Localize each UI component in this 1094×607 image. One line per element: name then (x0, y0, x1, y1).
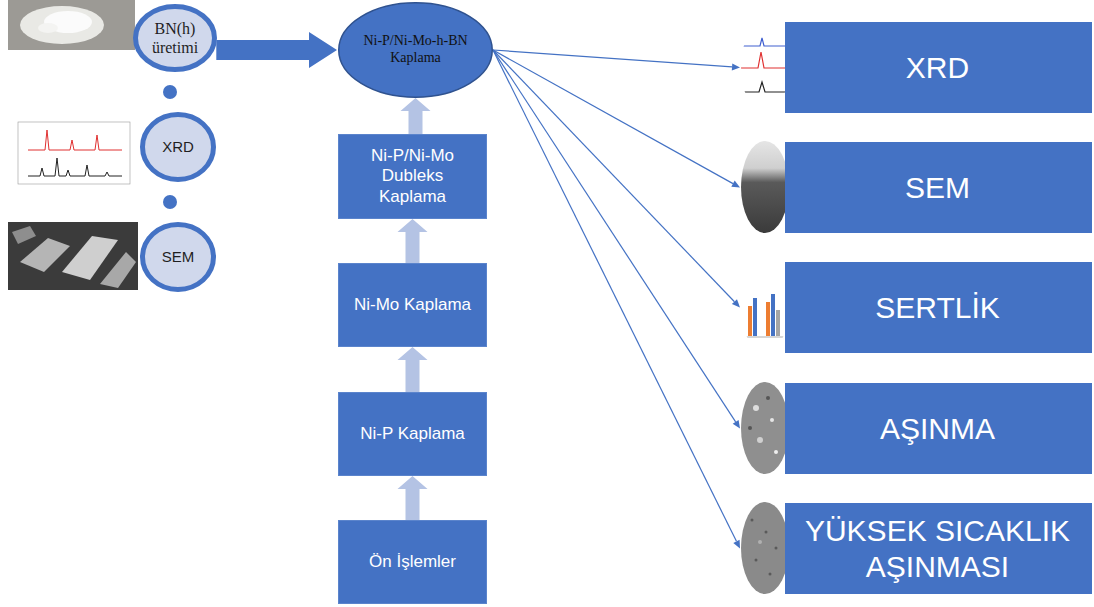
box-fill (785, 142, 1092, 233)
analysis-box: YÜKSEK SICAKLIK AŞINMASI (740, 503, 1092, 594)
hardness-chart-thumbnail (740, 260, 790, 354)
node-text: Ni-P/Ni-Mo Dubleks Kaplama (347, 146, 478, 207)
block-arrow (398, 476, 428, 520)
process-box: Ni-P/Ni-Mo Dubleks Kaplama (338, 134, 487, 219)
process-box: Ni-Mo Kaplama (338, 263, 487, 347)
high-temp-wear-thumbnail (740, 500, 790, 596)
connector-arrow (493, 50, 740, 308)
input-ellipse: SEM (140, 222, 216, 292)
node-text: SERTLİK (875, 290, 1000, 326)
box-fill (785, 383, 1092, 474)
block-arrow (216, 32, 337, 68)
bn-photo (8, 0, 135, 50)
block-arrow (398, 219, 428, 263)
arrowhead (731, 181, 740, 188)
input-ellipse: XRD (140, 112, 216, 182)
node-text: Ni-P Kaplama (360, 424, 465, 444)
arrowhead (732, 299, 740, 307)
connector-line (493, 50, 736, 541)
block-arrow (401, 98, 431, 134)
box-fill (785, 503, 1092, 594)
connector-line (493, 50, 732, 67)
ellipse-fill (136, 7, 215, 70)
process-box: Ni-P Kaplama (338, 392, 487, 476)
block-arrow (398, 347, 428, 392)
node-text: SEM (162, 248, 195, 266)
connector-arrow (493, 50, 740, 188)
result-ellipse: Ni-P/Ni-Mo-h-BN Kaplama (338, 2, 493, 98)
analysis-box: XRD (740, 22, 1092, 113)
box-fill (785, 22, 1092, 113)
connector-arrow (493, 50, 740, 549)
node-text: Ni-P/Ni-Mo-h-BN Kaplama (361, 33, 470, 67)
node-text: Ön İşlemler (369, 552, 456, 572)
box-fill (785, 262, 1092, 353)
arrowhead (733, 420, 740, 429)
connector-arrow (493, 50, 740, 429)
ellipse-fill (143, 225, 214, 290)
process-box: Ön İşlemler (338, 520, 487, 604)
analysis-box: AŞINMA (740, 383, 1092, 474)
connector-arrow (493, 50, 740, 70)
arrowhead (733, 540, 740, 549)
ellipse-fill (339, 3, 493, 98)
node-text: AŞINMA (880, 411, 995, 447)
node-text: Ni-Mo Kaplama (354, 295, 471, 315)
analysis-box: SEM (740, 142, 1092, 233)
connector-line (493, 50, 736, 422)
xrd-plot-thumbnail (18, 122, 130, 184)
sem-image-thumbnail (8, 222, 138, 290)
wear-thumbnail (740, 380, 790, 476)
ellipse-fill (143, 115, 214, 180)
analysis-box: SERTLİK (740, 262, 1092, 353)
connector-line (493, 50, 734, 302)
node-text: XRD (906, 50, 969, 86)
node-text: BN(h) üretimi (146, 19, 204, 57)
xrd-thumbnail (740, 20, 790, 114)
node-text: YÜKSEK SICAKLIK AŞINMASI (793, 513, 1082, 585)
node-text: SEM (905, 170, 970, 206)
connector-line (493, 50, 733, 184)
sem-thumbnail (740, 140, 790, 234)
arrowhead (732, 63, 740, 70)
node-text: XRD (162, 138, 194, 156)
input-ellipse: BN(h) üretimi (133, 4, 217, 72)
node-shape (133, 4, 217, 72)
